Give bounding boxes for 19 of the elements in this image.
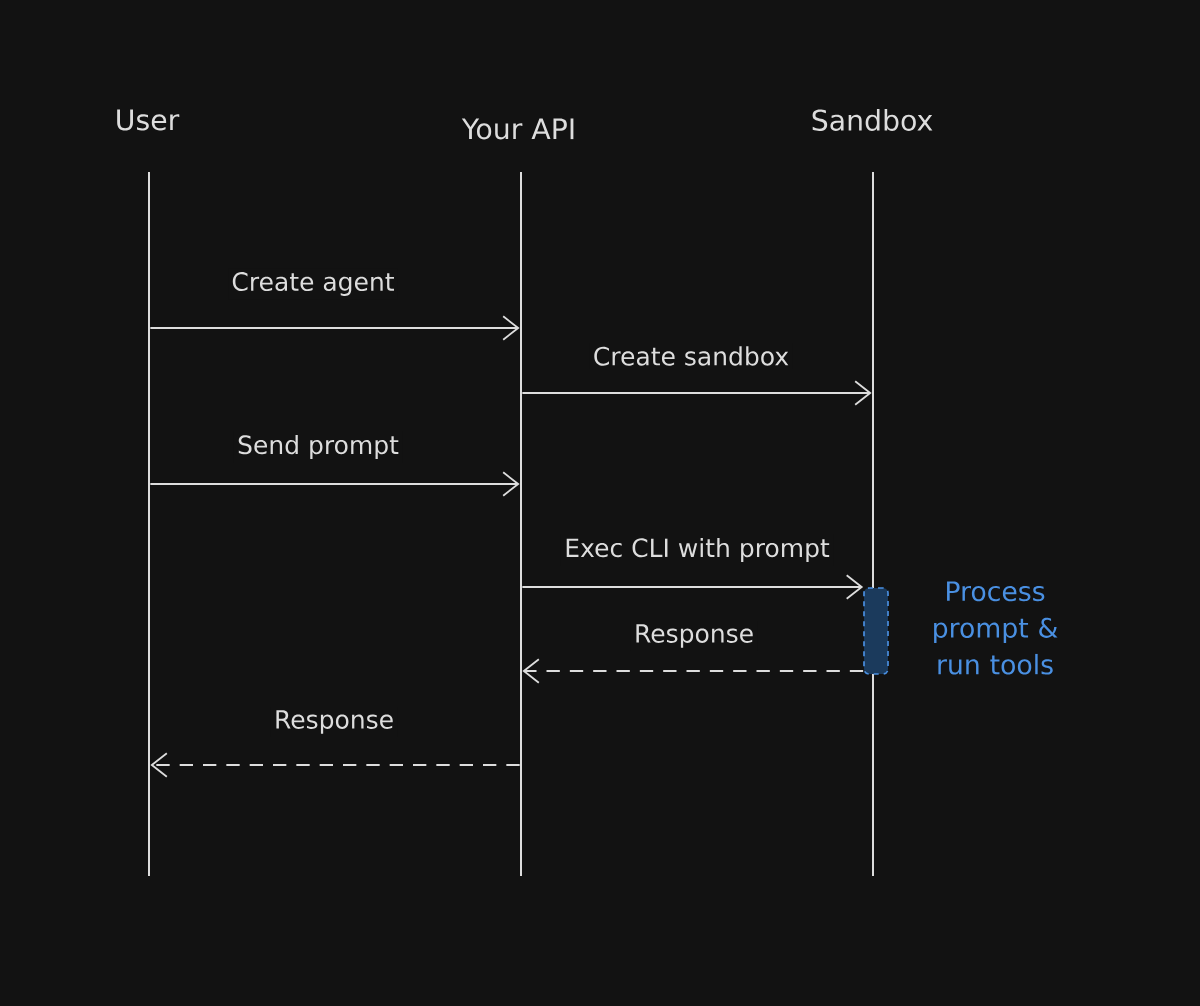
arrow <box>522 658 865 684</box>
lifeline <box>520 172 522 876</box>
arrow <box>150 752 521 778</box>
participant-label: Sandbox <box>812 109 933 131</box>
arrow <box>521 574 864 600</box>
arrow <box>149 315 520 341</box>
arrow <box>149 471 520 497</box>
edge-label: Create sandbox <box>589 343 793 369</box>
edge-label: Exec CLI with prompt <box>560 534 834 566</box>
lifeline <box>148 172 150 876</box>
participant-label: User <box>117 109 180 131</box>
edge-label: Response <box>270 706 398 738</box>
participant-label: Your API <box>461 118 574 140</box>
edge-label: Send prompt <box>233 431 403 463</box>
edge-label: Create agent <box>228 268 398 300</box>
edge-label: Response <box>630 620 758 652</box>
activation-note: Process prompt & run tools <box>934 581 1058 675</box>
activation-box <box>863 587 889 675</box>
arrow <box>521 380 872 406</box>
